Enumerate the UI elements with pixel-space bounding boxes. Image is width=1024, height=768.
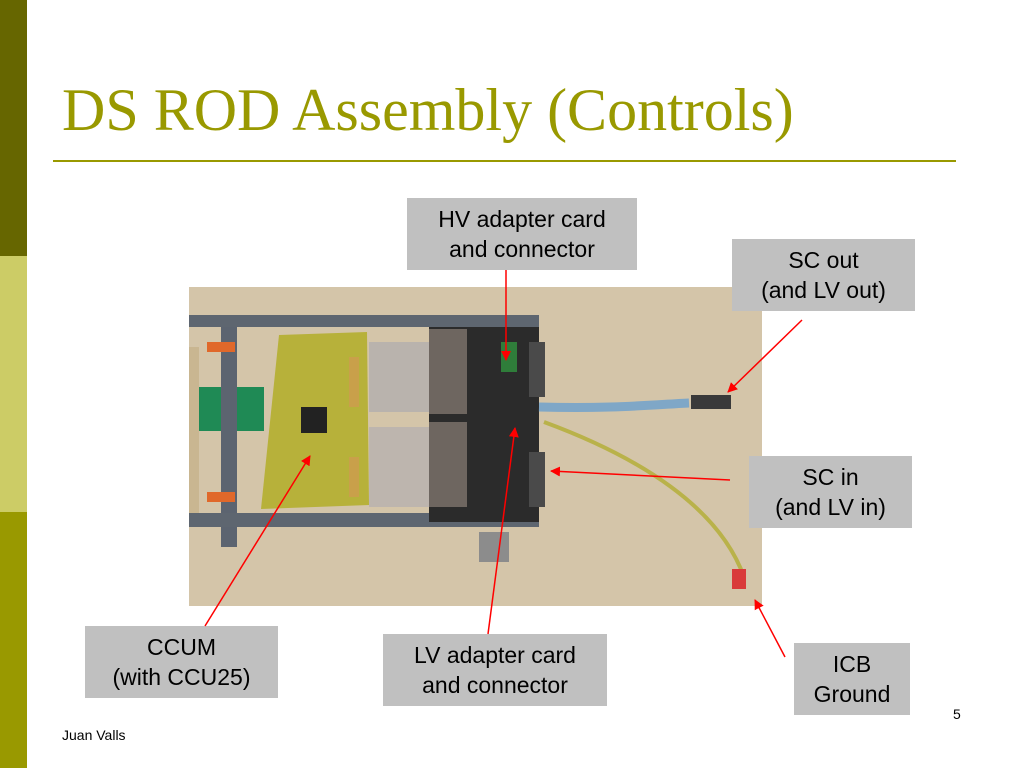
sc-cable — [538, 398, 690, 413]
frame-rail-top — [189, 315, 539, 327]
sidebar-dark-block — [0, 0, 27, 256]
orange-tab — [207, 492, 235, 502]
callout-line: ICB — [832, 651, 872, 677]
sidebar-light-block — [0, 256, 27, 512]
footer-author: Juan Valls — [62, 727, 126, 743]
slide-title: DS ROD Assembly (Controls) — [62, 77, 794, 143]
orange-tab — [207, 342, 235, 352]
callout-line: HV adapter card — [438, 206, 606, 232]
callout-line: LV adapter card — [414, 642, 576, 668]
callout-line: SC out — [788, 247, 859, 273]
title-underline — [53, 160, 956, 162]
cable-bundle — [369, 342, 429, 412]
board-connector — [349, 357, 359, 407]
sidebar-mid-block — [0, 512, 27, 768]
cable-bundle — [369, 427, 429, 507]
icb-ground-cable — [543, 420, 746, 578]
callout-line: SC in — [802, 464, 859, 490]
lv-adapter-block — [429, 422, 467, 507]
callout-hv-adapter: HV adapter card and connector — [407, 198, 637, 270]
sc-cable-connector — [691, 395, 731, 409]
callout-line: Ground — [813, 681, 891, 707]
connector-lower — [529, 452, 545, 507]
board-connector — [349, 457, 359, 497]
callout-ccum: CCUM (with CCU25) — [85, 626, 278, 698]
hv-adapter-block — [429, 329, 467, 414]
ccu25-chip — [301, 407, 327, 433]
callout-icb-ground: ICB Ground — [794, 643, 910, 715]
arrow-ccum — [204, 455, 311, 627]
callout-line: and connector — [449, 236, 595, 262]
connector-upper — [529, 342, 545, 397]
callout-sc-in: SC in (and LV in) — [749, 456, 912, 528]
page-number: 5 — [953, 706, 961, 722]
frame-bracket — [479, 532, 509, 562]
callout-line: (with CCU25) — [112, 664, 251, 690]
arrow-sc-out — [727, 319, 803, 393]
callout-line: CCUM — [147, 634, 216, 660]
callout-line: and connector — [422, 672, 568, 698]
callout-lv-adapter: LV adapter card and connector — [383, 634, 607, 706]
arrow-icb-ground — [754, 599, 786, 658]
green-strip-edge — [189, 347, 199, 527]
arrow-sc-in — [550, 466, 731, 481]
callout-line: (and LV in) — [775, 494, 886, 520]
assembly-photo — [189, 287, 762, 606]
arrow-lv-adapter — [487, 427, 519, 635]
callout-sc-out: SC out (and LV out) — [732, 239, 915, 311]
icb-cable-plug — [732, 569, 746, 589]
callout-line: (and LV out) — [761, 277, 886, 303]
